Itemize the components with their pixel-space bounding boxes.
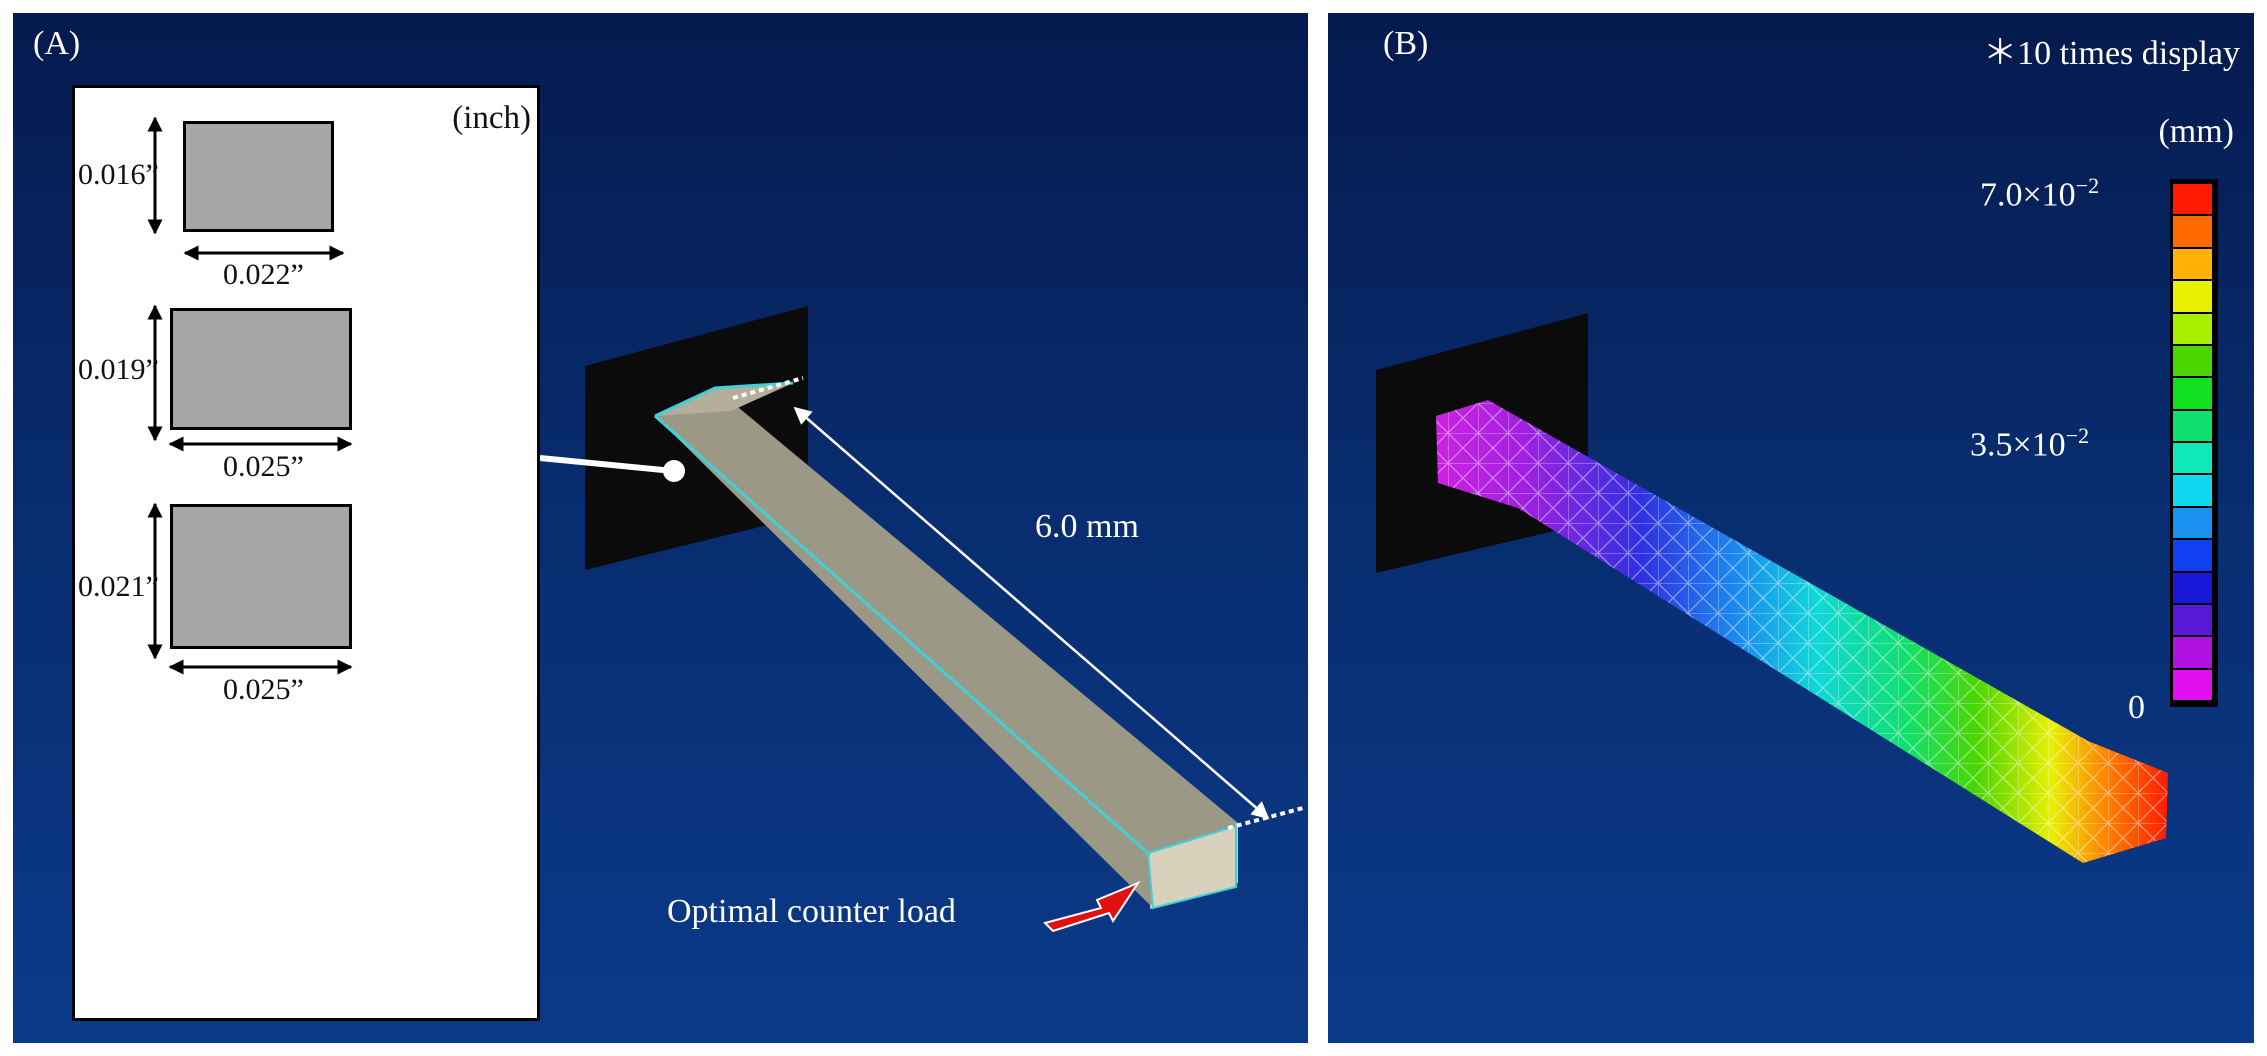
cross-section-inset: (inch) 0.016” 0.022” 0.019” 0.025” 0.021… [72, 85, 540, 1021]
colorbar-mid-label: 3.5×10−2 [1970, 423, 2090, 464]
display-scale-note: ＊10 times display [1983, 35, 2240, 72]
colorbar-segment [2173, 345, 2212, 379]
colorbar [2170, 179, 2218, 707]
beam-top-face [655, 383, 793, 416]
section-1-rect [183, 121, 334, 232]
colorbar-segment [2173, 572, 2212, 605]
colorbar-segment [2173, 507, 2212, 541]
colorbar-segment [2173, 216, 2212, 249]
section-2-width-label: 0.025” [223, 450, 304, 483]
beam-end-cap [1146, 824, 1237, 910]
colorbar-segment [2173, 475, 2212, 508]
section-point [663, 460, 685, 482]
colorbar-segment [2173, 443, 2212, 476]
colorbar-segment [2173, 313, 2212, 346]
beam-drawing [539, 306, 1304, 933]
section-2-rect [170, 308, 352, 430]
section-1-width-label: 0.022” [223, 258, 304, 291]
panel-b-label: (B) [1383, 25, 1429, 62]
section-3-height-label: 0.021” [78, 570, 159, 603]
length-label: 6.0 mm [1035, 508, 1139, 545]
deformed-beam-drawing [1376, 313, 2168, 863]
beam-edge [654, 381, 794, 418]
panel-a: (A) 6.0 mm Optimal counter load (inch) [13, 13, 1308, 1043]
section-3-rect [170, 504, 352, 649]
colorbar-segment [2173, 410, 2212, 443]
colorbar-unit-label: (mm) [2158, 113, 2234, 150]
colorbar-segment [2173, 637, 2212, 670]
dim-extension-top [732, 376, 804, 400]
colorbar-segment [2173, 378, 2212, 411]
panel-a-label: (A) [33, 25, 81, 62]
colorbar-segment [2173, 248, 2212, 282]
colorbar-segment [2173, 184, 2212, 217]
colorbar-max-label: 7.0×10−2 [1980, 173, 2100, 214]
colorbar-segment [2173, 604, 2212, 638]
colorbar-segment [2173, 281, 2212, 314]
beam-side-face [655, 388, 1238, 905]
colorbar-segment [2173, 669, 2212, 702]
section-2-height-label: 0.019” [78, 353, 159, 386]
section-leader-line [539, 455, 674, 474]
panel-b: (B) ＊10 times display (mm) [1328, 13, 2254, 1043]
beam-edge [654, 414, 1151, 857]
length-dimension-arrow [793, 406, 1270, 820]
colorbar-min-label: 0 [2128, 689, 2145, 726]
dim-extension-bottom [1227, 806, 1304, 830]
load-label: Optimal counter load [667, 893, 956, 930]
section-3-width-label: 0.025” [223, 673, 304, 706]
section-1-height-label: 0.016” [78, 158, 159, 191]
colorbar-segment [2173, 540, 2212, 573]
load-arrow [1043, 880, 1141, 933]
inset-unit-label: (inch) [452, 100, 531, 136]
inset-dimension-arrows [147, 116, 353, 675]
